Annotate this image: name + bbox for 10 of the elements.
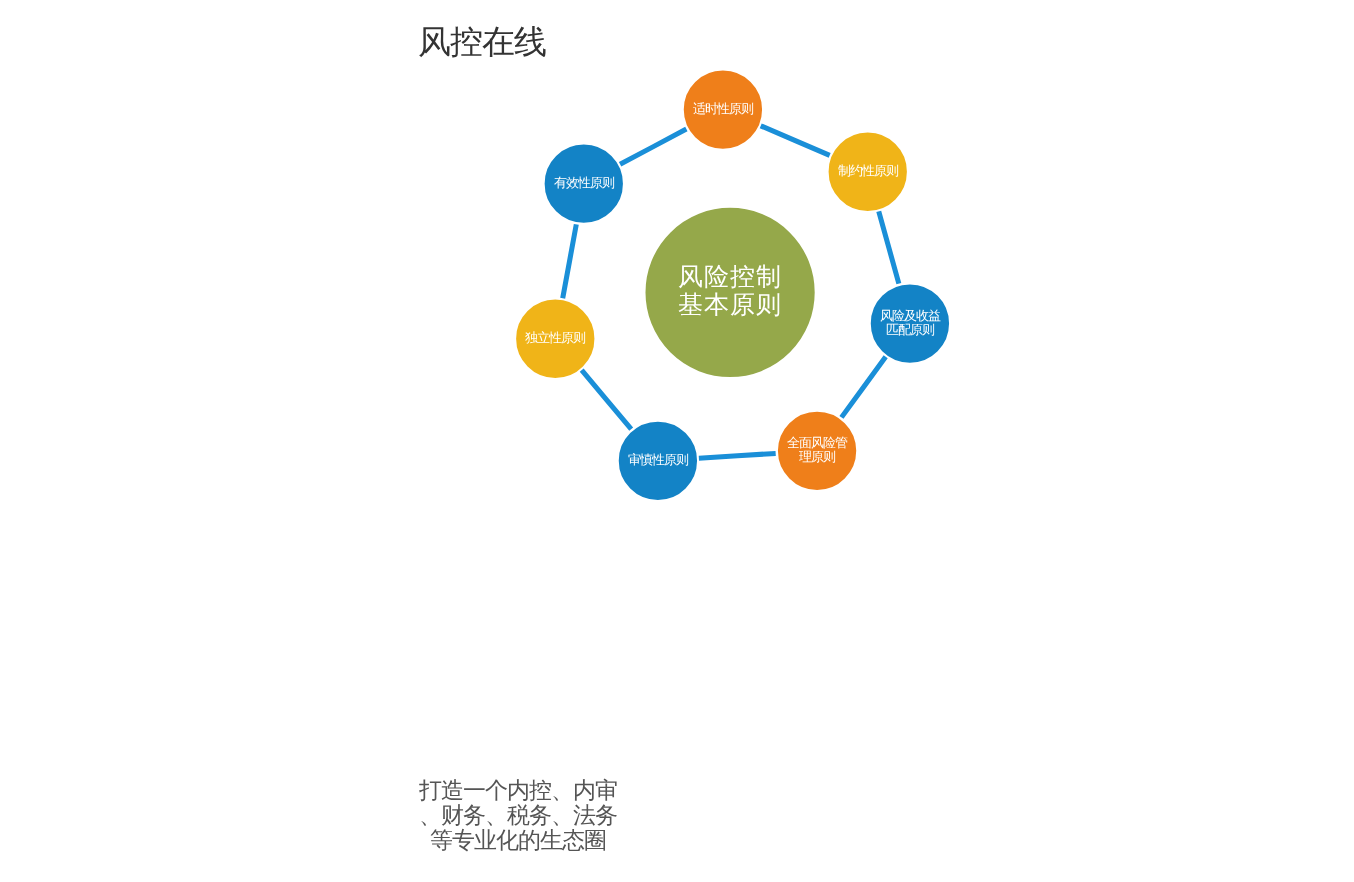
label: 打造一个内控、内审、财务、税务、法务等专业化的生态圈	[418, 775, 617, 855]
connector	[758, 123, 830, 158]
connector	[578, 368, 633, 431]
connector	[697, 450, 775, 461]
node-circle: 风险控制基本原则	[640, 204, 818, 381]
connector	[838, 355, 887, 419]
connector	[617, 126, 687, 167]
diagram-title: 风控在线	[417, 23, 546, 62]
connector	[875, 210, 901, 285]
connector	[559, 223, 578, 299]
